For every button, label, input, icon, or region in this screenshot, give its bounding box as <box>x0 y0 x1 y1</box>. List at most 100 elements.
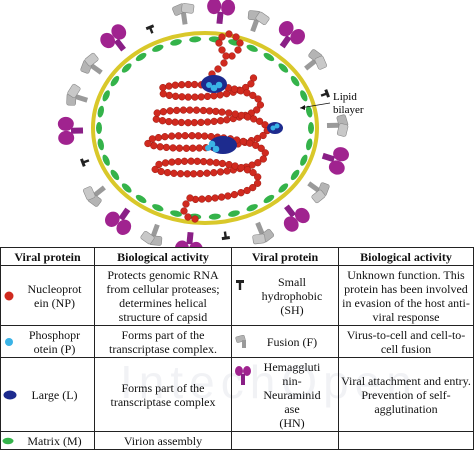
nucleoprotein-icon <box>237 189 245 197</box>
nucleoprotein-icon <box>212 107 220 116</box>
activity-cell: Forms part of the transcriptase complex. <box>94 325 232 358</box>
nucleoprotein-icon <box>182 144 191 152</box>
nucleoprotein-icon <box>201 132 209 140</box>
nucleoprotein-icon <box>179 106 188 114</box>
nucleoprotein-icon <box>249 91 257 100</box>
matrix-protein-icon <box>300 154 308 166</box>
nucleoprotein-icon <box>184 119 192 127</box>
small-hydrophobic-icon <box>319 89 330 100</box>
nucleoprotein-icon <box>182 200 190 208</box>
nucleoprotein-icon <box>194 132 202 140</box>
protein-name: Nucleoprot ein (NP) <box>27 281 82 310</box>
matrix-protein-icon <box>97 105 105 118</box>
matrix-protein-icon <box>278 63 289 73</box>
nucleoprotein-icon <box>175 144 184 152</box>
nucleoprotein-icon <box>166 107 174 115</box>
protein-name: Phosphopr otein (P) <box>28 327 81 356</box>
matrix-protein-icon <box>121 63 132 73</box>
nucleoprotein-icon <box>218 108 226 116</box>
matrix-protein-icon <box>102 154 110 166</box>
nucleoprotein-icon <box>159 108 168 116</box>
nucleoprotein-icon <box>193 157 201 165</box>
header-biological-activity: Biological activity <box>94 247 232 266</box>
hn-protein-icon <box>270 18 308 55</box>
nucleoprotein-icon <box>216 168 225 176</box>
nucleoprotein-icon <box>159 83 167 92</box>
nucleoprotein-icon <box>218 33 226 41</box>
nucleoprotein-icon <box>261 149 269 157</box>
nucleoprotein-icon <box>176 170 185 178</box>
activity-cell: Viral attachment and entry. Prevention o… <box>338 357 474 432</box>
matrix-protein-icon <box>246 44 258 52</box>
nucleoprotein-icon <box>173 106 181 115</box>
nucleoprotein-icon <box>234 46 242 54</box>
nucleoprotein-icon <box>197 118 205 127</box>
nucleoprotein-icon <box>192 106 201 114</box>
nucleoprotein-icon <box>259 155 267 163</box>
nucleoprotein-icon <box>189 170 198 178</box>
nucleoprotein-icon <box>171 81 179 89</box>
hn-protein-icon <box>275 197 313 235</box>
nucleoprotein-icon <box>215 39 223 47</box>
table-header-row: Viral protein Biological activity Viral … <box>0 247 474 266</box>
nucleoprotein-icon <box>220 59 228 67</box>
nucleoprotein-icon <box>158 117 167 125</box>
protein-name: Fusion (F) <box>266 334 318 349</box>
nucleoprotein-icon <box>222 52 230 60</box>
nucleoprotein-icon <box>236 39 244 47</box>
protein-cell: Small hydrophobic (SH) <box>231 265 339 326</box>
matrix-protein-icon <box>152 44 164 52</box>
nucleoprotein-icon <box>218 46 226 54</box>
nucleoprotein-icon <box>253 179 262 187</box>
matrix-protein-icon <box>170 210 182 217</box>
nucleoprotein-icon <box>4 291 14 300</box>
nucleoprotein-icon <box>184 93 192 101</box>
nucleoprotein-icon <box>144 139 152 148</box>
nucleoprotein-icon <box>199 157 208 166</box>
matrix-protein-icon <box>278 183 289 193</box>
nucleoprotein-icon <box>211 194 219 202</box>
empty-cell <box>231 431 339 450</box>
nucleoprotein-icon <box>225 160 233 169</box>
small-hydrophobic-icon <box>145 24 157 35</box>
nucleoprotein-icon <box>151 165 159 174</box>
nucleoprotein-icon <box>177 118 186 127</box>
matrix-protein-icon <box>170 39 182 46</box>
matrix-protein-icon <box>263 52 275 62</box>
nucleoprotein-icon <box>252 141 260 149</box>
matrix-protein-icon <box>228 210 240 217</box>
nucleoprotein-icon <box>247 80 255 88</box>
nucleoprotein-icon <box>217 193 226 201</box>
table-row: Nucleoprot ein (NP) Protects genomic RNA… <box>0 265 474 326</box>
nucleoprotein-icon <box>161 159 170 167</box>
fusion-protein-icon <box>235 334 246 348</box>
nucleoprotein-icon <box>190 118 199 127</box>
header-biological-activity: Biological activity <box>338 247 474 266</box>
nucleoprotein-icon <box>203 169 211 177</box>
nucleoprotein-icon <box>243 186 251 195</box>
nucleoprotein-icon <box>237 111 246 120</box>
nucleoprotein-icon <box>191 93 199 101</box>
fusion-protein-icon <box>242 7 272 36</box>
large-protein-icon <box>3 390 17 399</box>
header-viral-protein: Viral protein <box>0 247 95 266</box>
small-hydrophobic-icon <box>80 156 91 167</box>
matrix-protein-icon <box>96 122 102 134</box>
nucleoprotein-icon <box>206 158 214 166</box>
nucleoprotein-icon <box>237 163 245 172</box>
hn-protein-icon <box>57 116 84 146</box>
nucleoprotein-icon <box>218 159 227 168</box>
nucleoprotein-icon <box>148 135 157 143</box>
nucleoprotein-icon <box>180 157 189 165</box>
nucleoprotein-icon <box>256 101 265 109</box>
nucleoprotein-icon <box>168 132 176 140</box>
nucleoprotein-icon <box>231 110 239 118</box>
matrix-protein-icon <box>305 105 313 118</box>
nucleoprotein-icon <box>171 92 180 100</box>
hn-protein-icon <box>318 142 351 177</box>
matrix-protein-icon <box>152 204 164 212</box>
nucleoprotein-icon <box>223 116 231 124</box>
nucleoprotein-icon <box>191 215 199 223</box>
nucleoprotein-icon <box>153 109 161 117</box>
protein-cell: Large (L) <box>0 357 95 432</box>
